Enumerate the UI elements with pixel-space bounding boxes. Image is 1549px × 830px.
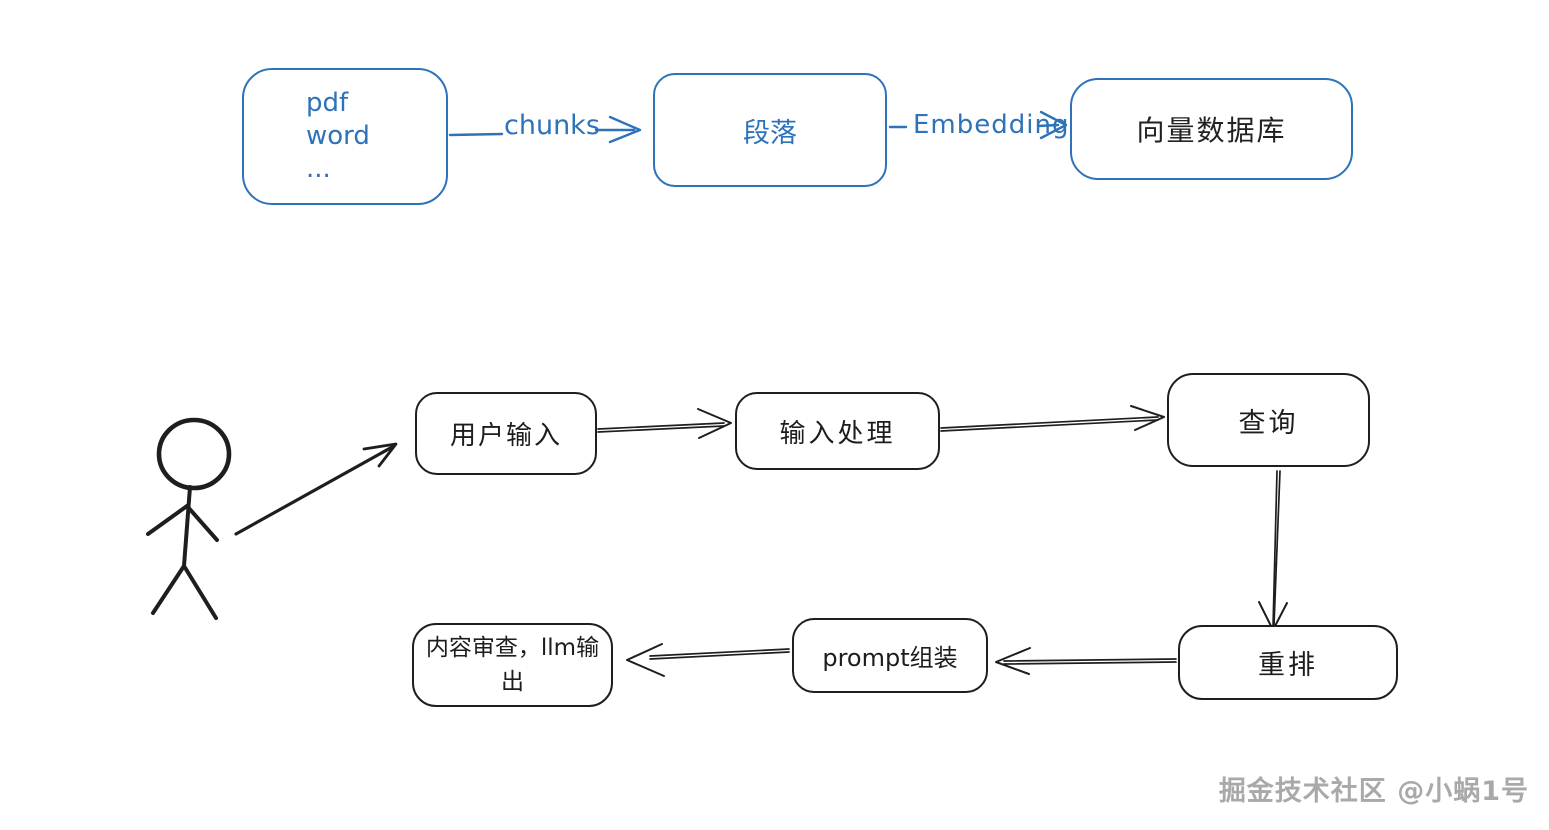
arrow-input-processing-to-query (940, 405, 1165, 432)
rerank-label: 重排 (1258, 650, 1318, 681)
source-line-word: word (306, 121, 370, 151)
paragraph-label: 段落 (743, 117, 797, 149)
node-paragraph: 段落 (653, 73, 887, 187)
user-stick-figure-icon (146, 417, 232, 620)
node-prompt-assembly: prompt组装 (792, 618, 988, 693)
input-processing-label: 输入处理 (779, 418, 896, 449)
prompt-assembly-label: prompt组装 (822, 644, 958, 672)
embedding-arrow-label: Embedding (913, 110, 1070, 140)
vector-database-label: 向量数据库 (1136, 114, 1287, 147)
source-line-ellipsis: ... (306, 154, 331, 184)
arrow-rerank-to-prompt-assembly (995, 647, 1177, 675)
node-input-processing: 输入处理 (735, 392, 940, 470)
content-review-label: 内容审查，llm输出 (425, 635, 600, 695)
node-vector-database: 向量数据库 (1070, 78, 1353, 180)
arrow-prompt-assembly-to-content-review (626, 643, 790, 677)
query-label: 查询 (1238, 407, 1299, 439)
node-rerank: 重排 (1178, 625, 1398, 700)
watermark: 掘金技术社区 @小蜗1号 (1218, 776, 1529, 807)
arrow-query-to-rerank (1258, 470, 1288, 631)
source-line-pdf: pdf (306, 88, 349, 118)
arrow-user-input-to-input-processing (597, 408, 732, 439)
chunks-arrow-label: chunks (504, 110, 600, 141)
node-document-sources: pdf word ... (242, 68, 448, 205)
user-input-label: 用户输入 (449, 421, 562, 451)
arrow-user-to-user-input (234, 442, 398, 536)
node-query: 查询 (1167, 373, 1370, 467)
node-user-input: 用户输入 (415, 392, 597, 475)
node-content-review-llm-output: 内容审查，llm输出 (412, 623, 613, 707)
